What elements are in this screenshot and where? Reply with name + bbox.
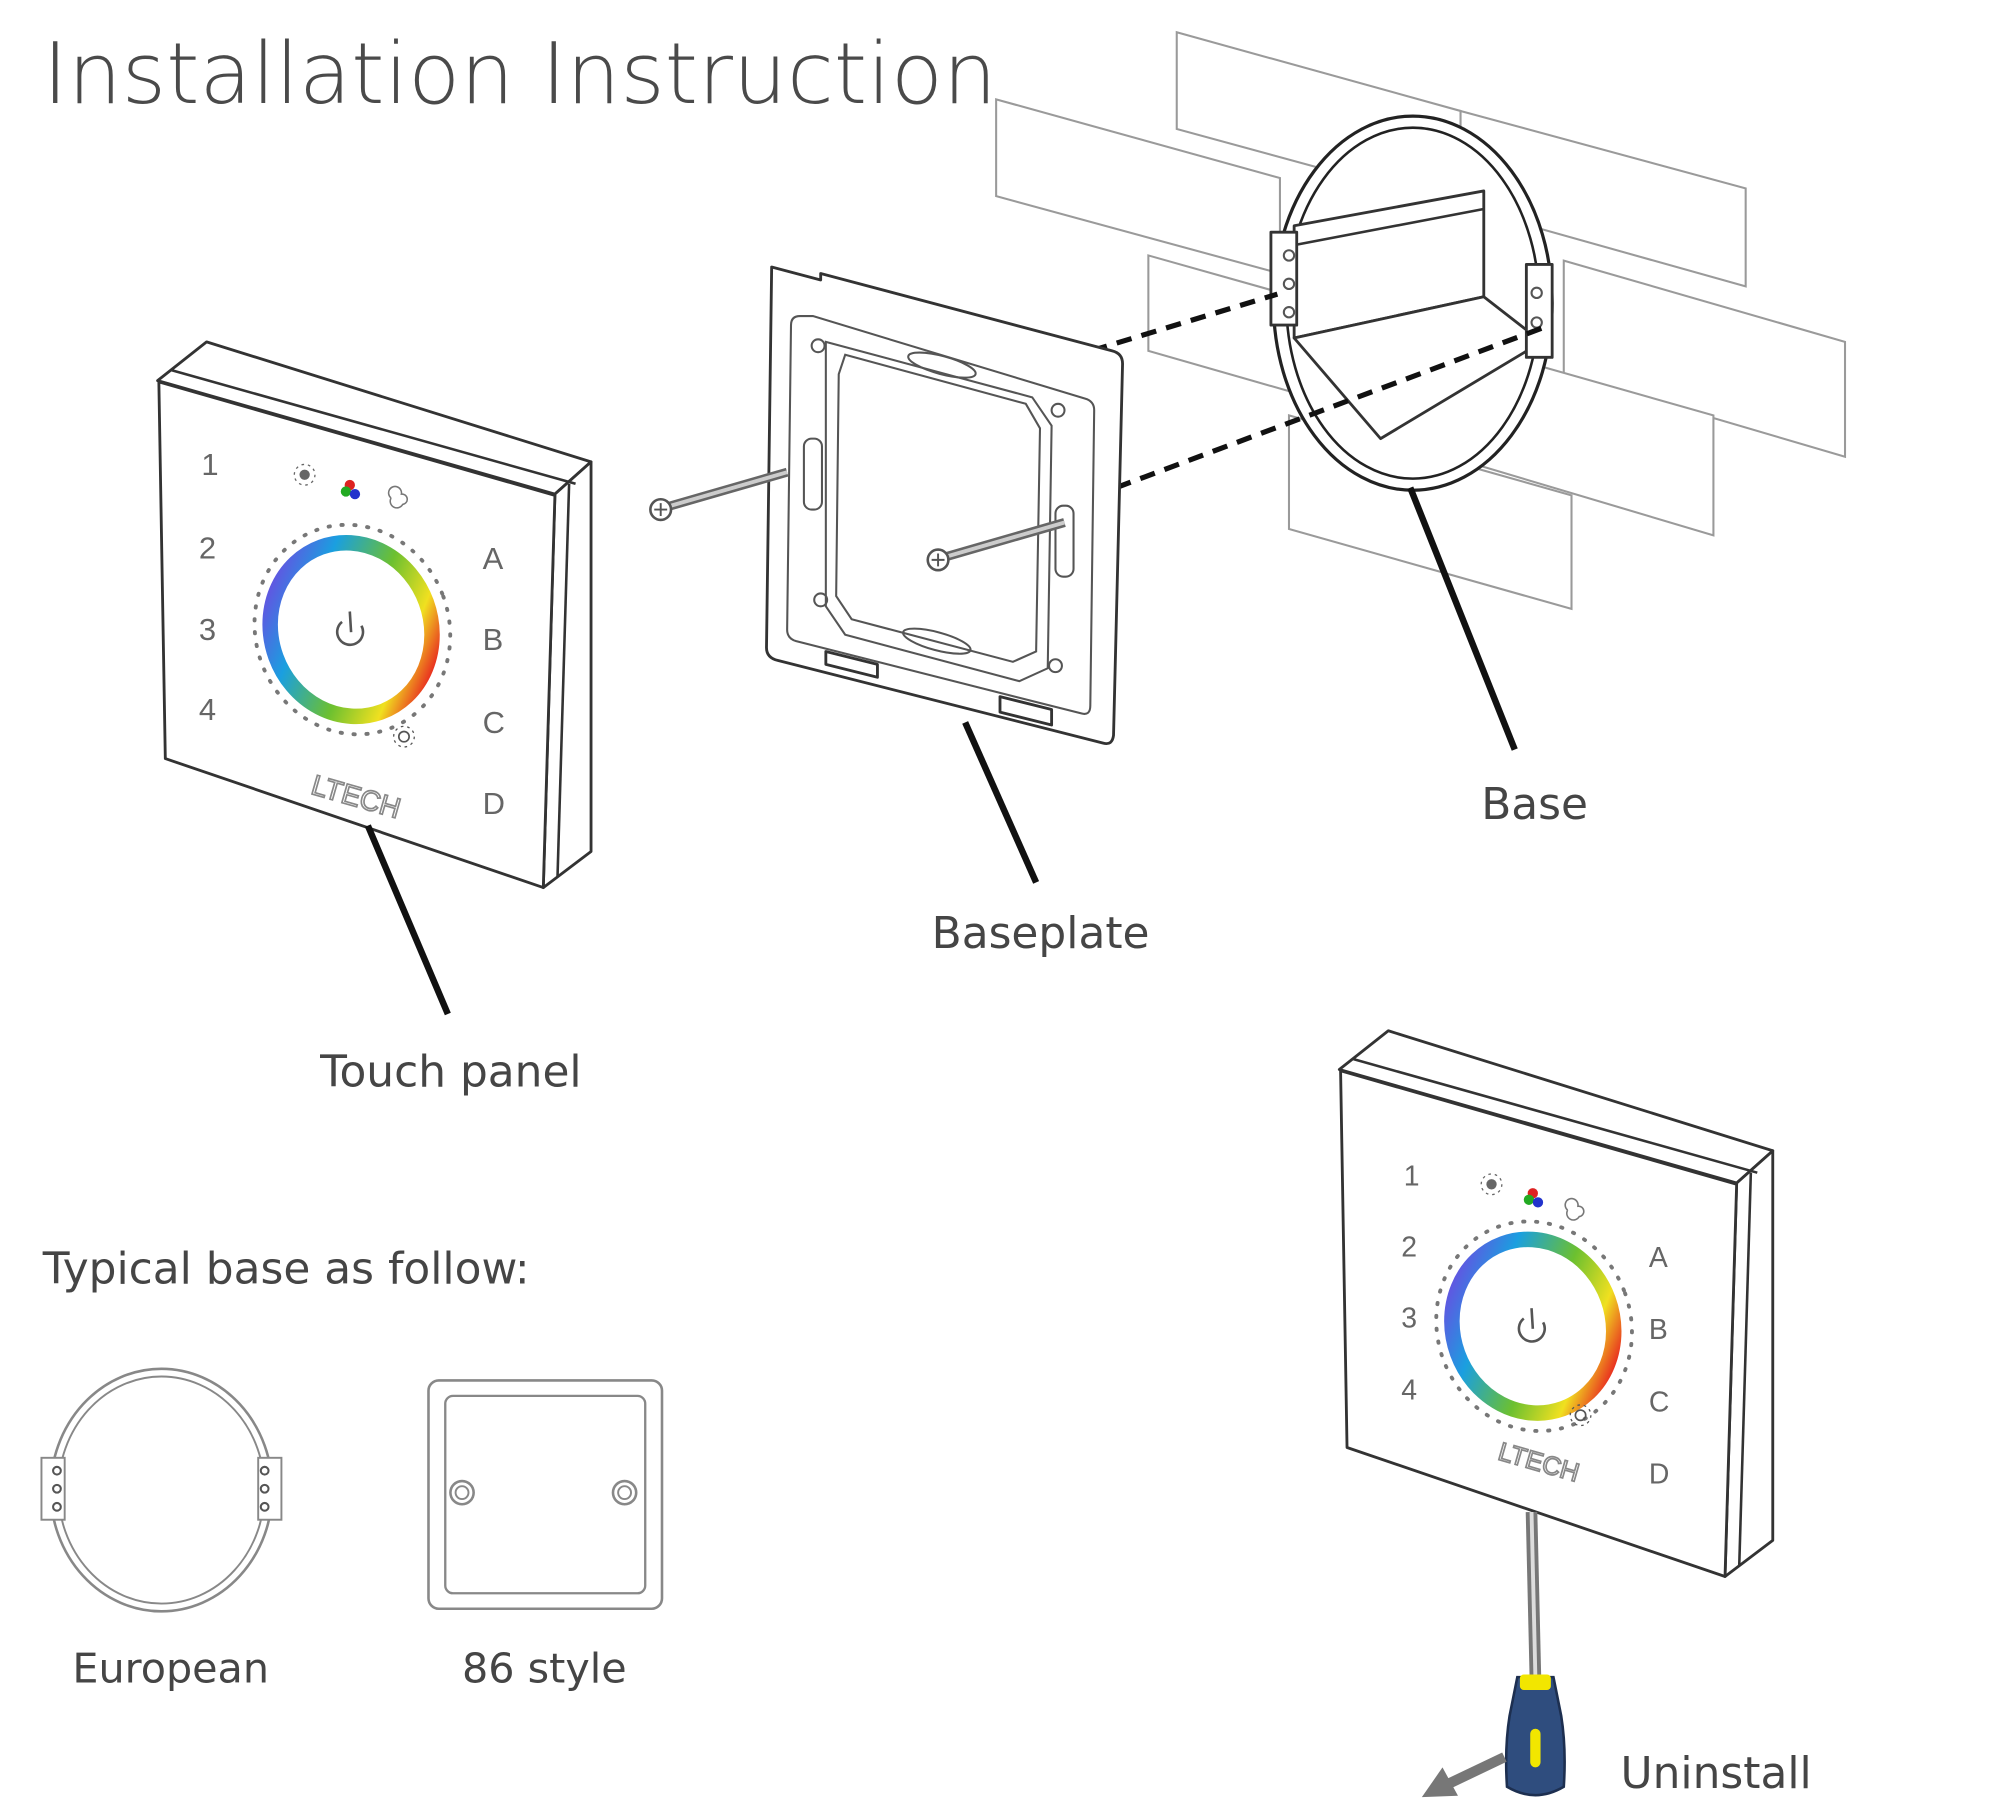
key-1[interactable]: 1 [201, 447, 218, 482]
rgb-icon [1523, 1188, 1544, 1208]
color-ring [1444, 1231, 1622, 1421]
key-3[interactable]: 3 [1401, 1303, 1417, 1335]
key-4[interactable]: 4 [199, 692, 216, 727]
screw [649, 467, 789, 522]
key-1[interactable]: 1 [1404, 1161, 1420, 1193]
label-uninstall: Uninstall [1621, 1748, 1812, 1799]
brightness-icon [1480, 1173, 1503, 1196]
baseplate [765, 265, 1124, 745]
label-european: European [72, 1644, 269, 1692]
leader-line [962, 721, 1040, 884]
key-c[interactable]: C [483, 705, 505, 740]
power-icon [335, 611, 365, 647]
key-2[interactable]: 2 [199, 531, 216, 566]
leader-line [364, 824, 451, 1016]
pull-arrow-icon [1421, 1752, 1507, 1798]
screw [926, 518, 1066, 572]
label-baseplate: Baseplate [932, 908, 1150, 959]
label-typical-base: Typical base as follow: [42, 1244, 530, 1295]
key-c[interactable]: C [1649, 1386, 1670, 1418]
label-base: Base [1481, 779, 1588, 830]
mode-icon [387, 485, 409, 509]
european-base [40, 1367, 283, 1613]
brightness-icon [293, 463, 316, 486]
base-box [1269, 114, 1554, 492]
86-style-base [427, 1379, 664, 1611]
key-a[interactable]: A [1649, 1242, 1668, 1274]
label-touch-panel: Touch panel [319, 1046, 582, 1097]
touch-panel-uninstall: 1 2 3 4 A B C D LTECH [1337, 1029, 1775, 1578]
key-4[interactable]: 4 [1401, 1375, 1417, 1407]
leader-line [1407, 486, 1518, 751]
key-a[interactable]: A [483, 541, 504, 576]
color-ring [262, 534, 440, 725]
power-icon [1517, 1308, 1546, 1343]
screwdriver [1504, 1511, 1566, 1797]
key-b[interactable]: B [1649, 1314, 1668, 1346]
key-3[interactable]: 3 [199, 612, 216, 647]
touch-panel: 1 2 3 4 A B C D LTECH [156, 340, 593, 890]
alignment-line [844, 291, 1279, 429]
key-b[interactable]: B [483, 622, 504, 657]
mode-icon [1564, 1197, 1585, 1221]
key-d[interactable]: D [483, 786, 505, 821]
label-86-style: 86 style [462, 1644, 627, 1692]
page-title: Installation Instruction [43, 25, 997, 124]
key-d[interactable]: D [1649, 1459, 1670, 1491]
rgb-icon [340, 479, 361, 500]
dim-icon [1569, 1404, 1592, 1427]
dim-icon [393, 725, 415, 748]
key-2[interactable]: 2 [1401, 1232, 1417, 1264]
